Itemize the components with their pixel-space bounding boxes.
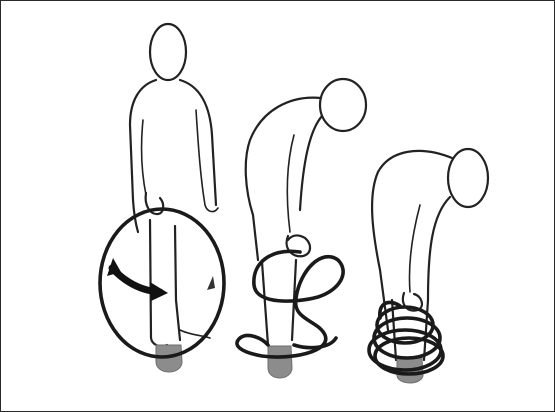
panel-2-foot — [268, 346, 292, 378]
panel-1-leg-right — [175, 226, 180, 340]
panel-3-head — [448, 149, 488, 207]
panel-2-leg-left — [262, 262, 268, 345]
panel-2-back — [246, 98, 321, 260]
panel-2-figure — [237, 79, 366, 378]
panel-1-leg-left — [150, 220, 167, 346]
panel-1-rotation-arrow-head — [150, 282, 168, 301]
panel-3-leg-right — [424, 300, 428, 360]
panel-3-chest — [428, 197, 450, 300]
panel-3-arm — [409, 205, 420, 292]
panel-1-head — [150, 24, 186, 80]
panel-2-cable-tail — [294, 338, 336, 348]
panel-3-figure — [369, 149, 488, 383]
panel-2-head — [320, 79, 366, 131]
panel-2-arm — [287, 135, 294, 232]
panel-1-small-arrow — [207, 276, 215, 290]
panel-1-cable-loop — [100, 209, 224, 357]
panel-2-chest — [300, 116, 322, 210]
panel-1-figure — [100, 24, 224, 372]
panel-1-left-arm — [142, 120, 146, 195]
panel-2-cable-coil — [237, 251, 343, 357]
